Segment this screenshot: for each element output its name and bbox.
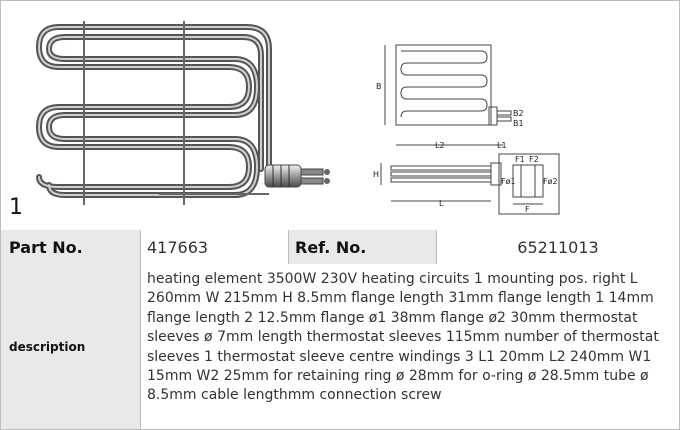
part-ref-row: Part No. 417663 Ref. No. 65211013 <box>1 230 679 265</box>
ref-no-label: Ref. No. <box>289 230 437 264</box>
product-figure: B L2 L1 B2 B1 H L F1 F2 Fø1 Fø2 F 1 <box>1 1 679 231</box>
description-label: description <box>1 264 141 429</box>
dim-f: F <box>525 205 530 214</box>
part-no-value: 417663 <box>141 230 289 264</box>
dim-f2: F2 <box>529 155 539 164</box>
description-text: heating element 3500W 230V heating circu… <box>141 264 679 429</box>
description-row: description heating element 3500W 230V h… <box>1 264 679 429</box>
dim-l2: L2 <box>435 141 445 150</box>
dim-h: H <box>373 170 379 179</box>
heating-element-photo <box>35 21 330 205</box>
dim-b2: B2 <box>513 109 524 118</box>
dim-b: B <box>376 82 382 91</box>
dim-l1: L1 <box>497 141 507 150</box>
dim-fo2: Fø2 <box>543 177 558 186</box>
figure-number: 1 <box>9 195 23 220</box>
dim-l: L <box>439 199 444 208</box>
dim-b1: B1 <box>513 119 524 128</box>
part-no-label: Part No. <box>1 230 141 264</box>
dim-fo1: Fø1 <box>501 177 516 186</box>
technical-drawing: B L2 L1 B2 B1 H L F1 F2 Fø1 Fø2 F <box>373 44 560 215</box>
dim-f1: F1 <box>515 155 525 164</box>
ref-no-value: 65211013 <box>437 230 679 264</box>
